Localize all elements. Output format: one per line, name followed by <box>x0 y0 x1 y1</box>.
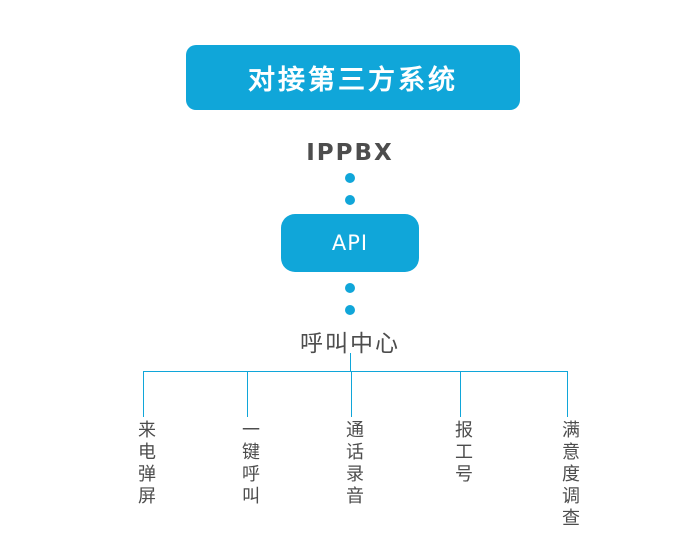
api-node-label: API <box>331 231 369 255</box>
connector-line-drop <box>567 371 568 417</box>
connector-line-horizontal <box>143 371 568 372</box>
feature-label-incoming-call-popup: 来电弹屏 <box>135 420 156 508</box>
feature-label-call-recording: 通话录音 <box>343 420 364 508</box>
connector-line-stub <box>350 353 351 371</box>
diagram-title: 对接第三方系统 <box>248 65 458 96</box>
call-center-node-label: 呼叫中心 <box>300 331 400 357</box>
connector-line-drop <box>460 371 461 417</box>
api-box: API <box>281 214 419 272</box>
connector-dot <box>345 195 355 205</box>
feature-label-one-click-call: 一键呼叫 <box>239 420 260 508</box>
connector-line-drop <box>351 371 352 417</box>
connector-line-drop <box>247 371 248 417</box>
title-box: 对接第三方系统 <box>186 45 520 110</box>
ippbx-node-label: IPPBX <box>306 140 394 166</box>
connector-line-drop <box>143 371 144 417</box>
connector-dot <box>345 305 355 315</box>
connector-dot <box>345 283 355 293</box>
feature-label-agent-id-announce: 报工号 <box>452 420 473 486</box>
connector-dot <box>345 173 355 183</box>
feature-label-satisfaction-survey: 满意度调查 <box>559 420 580 530</box>
